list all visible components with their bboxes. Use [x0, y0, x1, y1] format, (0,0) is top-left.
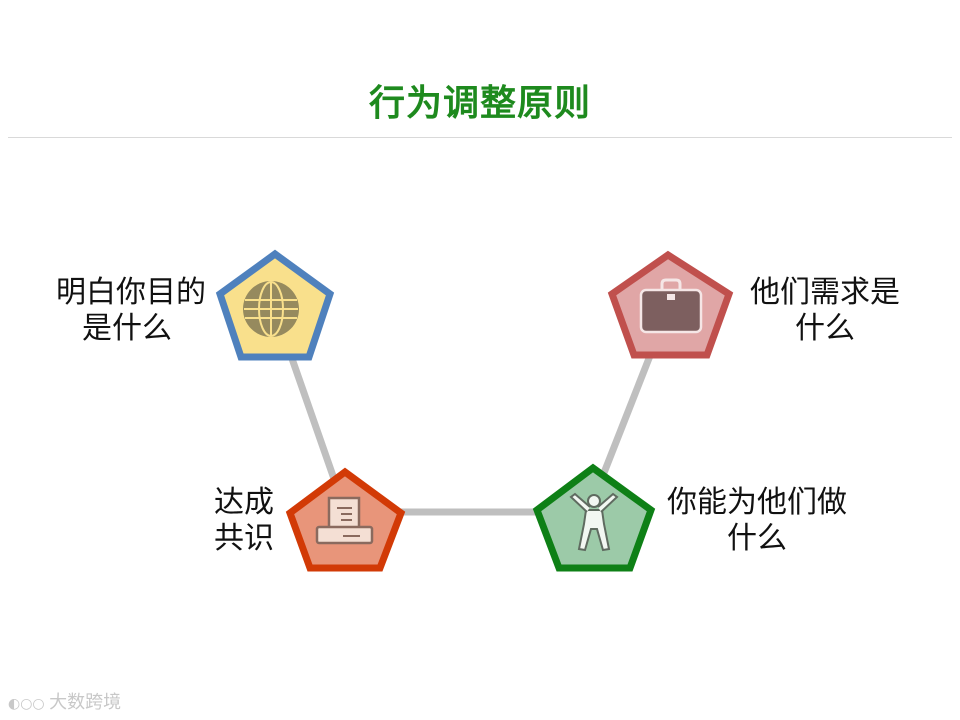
- watermark-logo-icon: ◐○○: [8, 696, 50, 712]
- computer-icon: [315, 496, 374, 545]
- globe-icon: [243, 281, 299, 337]
- node-offer: [532, 463, 656, 572]
- page-title: 行为调整原则: [368, 83, 591, 124]
- person-icon: [569, 492, 619, 552]
- label-needs-line1: 他们需求是: [750, 275, 900, 310]
- label-purpose-line2: 是什么: [82, 311, 172, 346]
- node-needs: [607, 250, 734, 359]
- node-consensus: [285, 467, 406, 572]
- label-consensus: 达成 共识: [214, 485, 284, 557]
- watermark: ◐○○ 大数跨境: [8, 688, 121, 714]
- label-consensus-line1: 达成: [214, 485, 274, 520]
- label-offer-line1: 你能为他们做: [667, 485, 847, 520]
- label-offer: 你能为他们做 什么: [659, 485, 855, 557]
- label-offer-line2: 什么: [727, 521, 787, 556]
- watermark-text: 大数跨境: [49, 692, 122, 713]
- label-needs: 他们需求是 什么: [744, 275, 906, 347]
- label-purpose: 明白你目的 是什么: [48, 275, 206, 347]
- label-purpose-line1: 明白你目的: [56, 275, 206, 310]
- label-needs-line2: 什么: [795, 311, 855, 346]
- label-consensus-line2: 共识: [214, 521, 274, 556]
- title-divider: [8, 137, 952, 138]
- node-purpose: [215, 249, 335, 361]
- briefcase-icon: [639, 278, 703, 334]
